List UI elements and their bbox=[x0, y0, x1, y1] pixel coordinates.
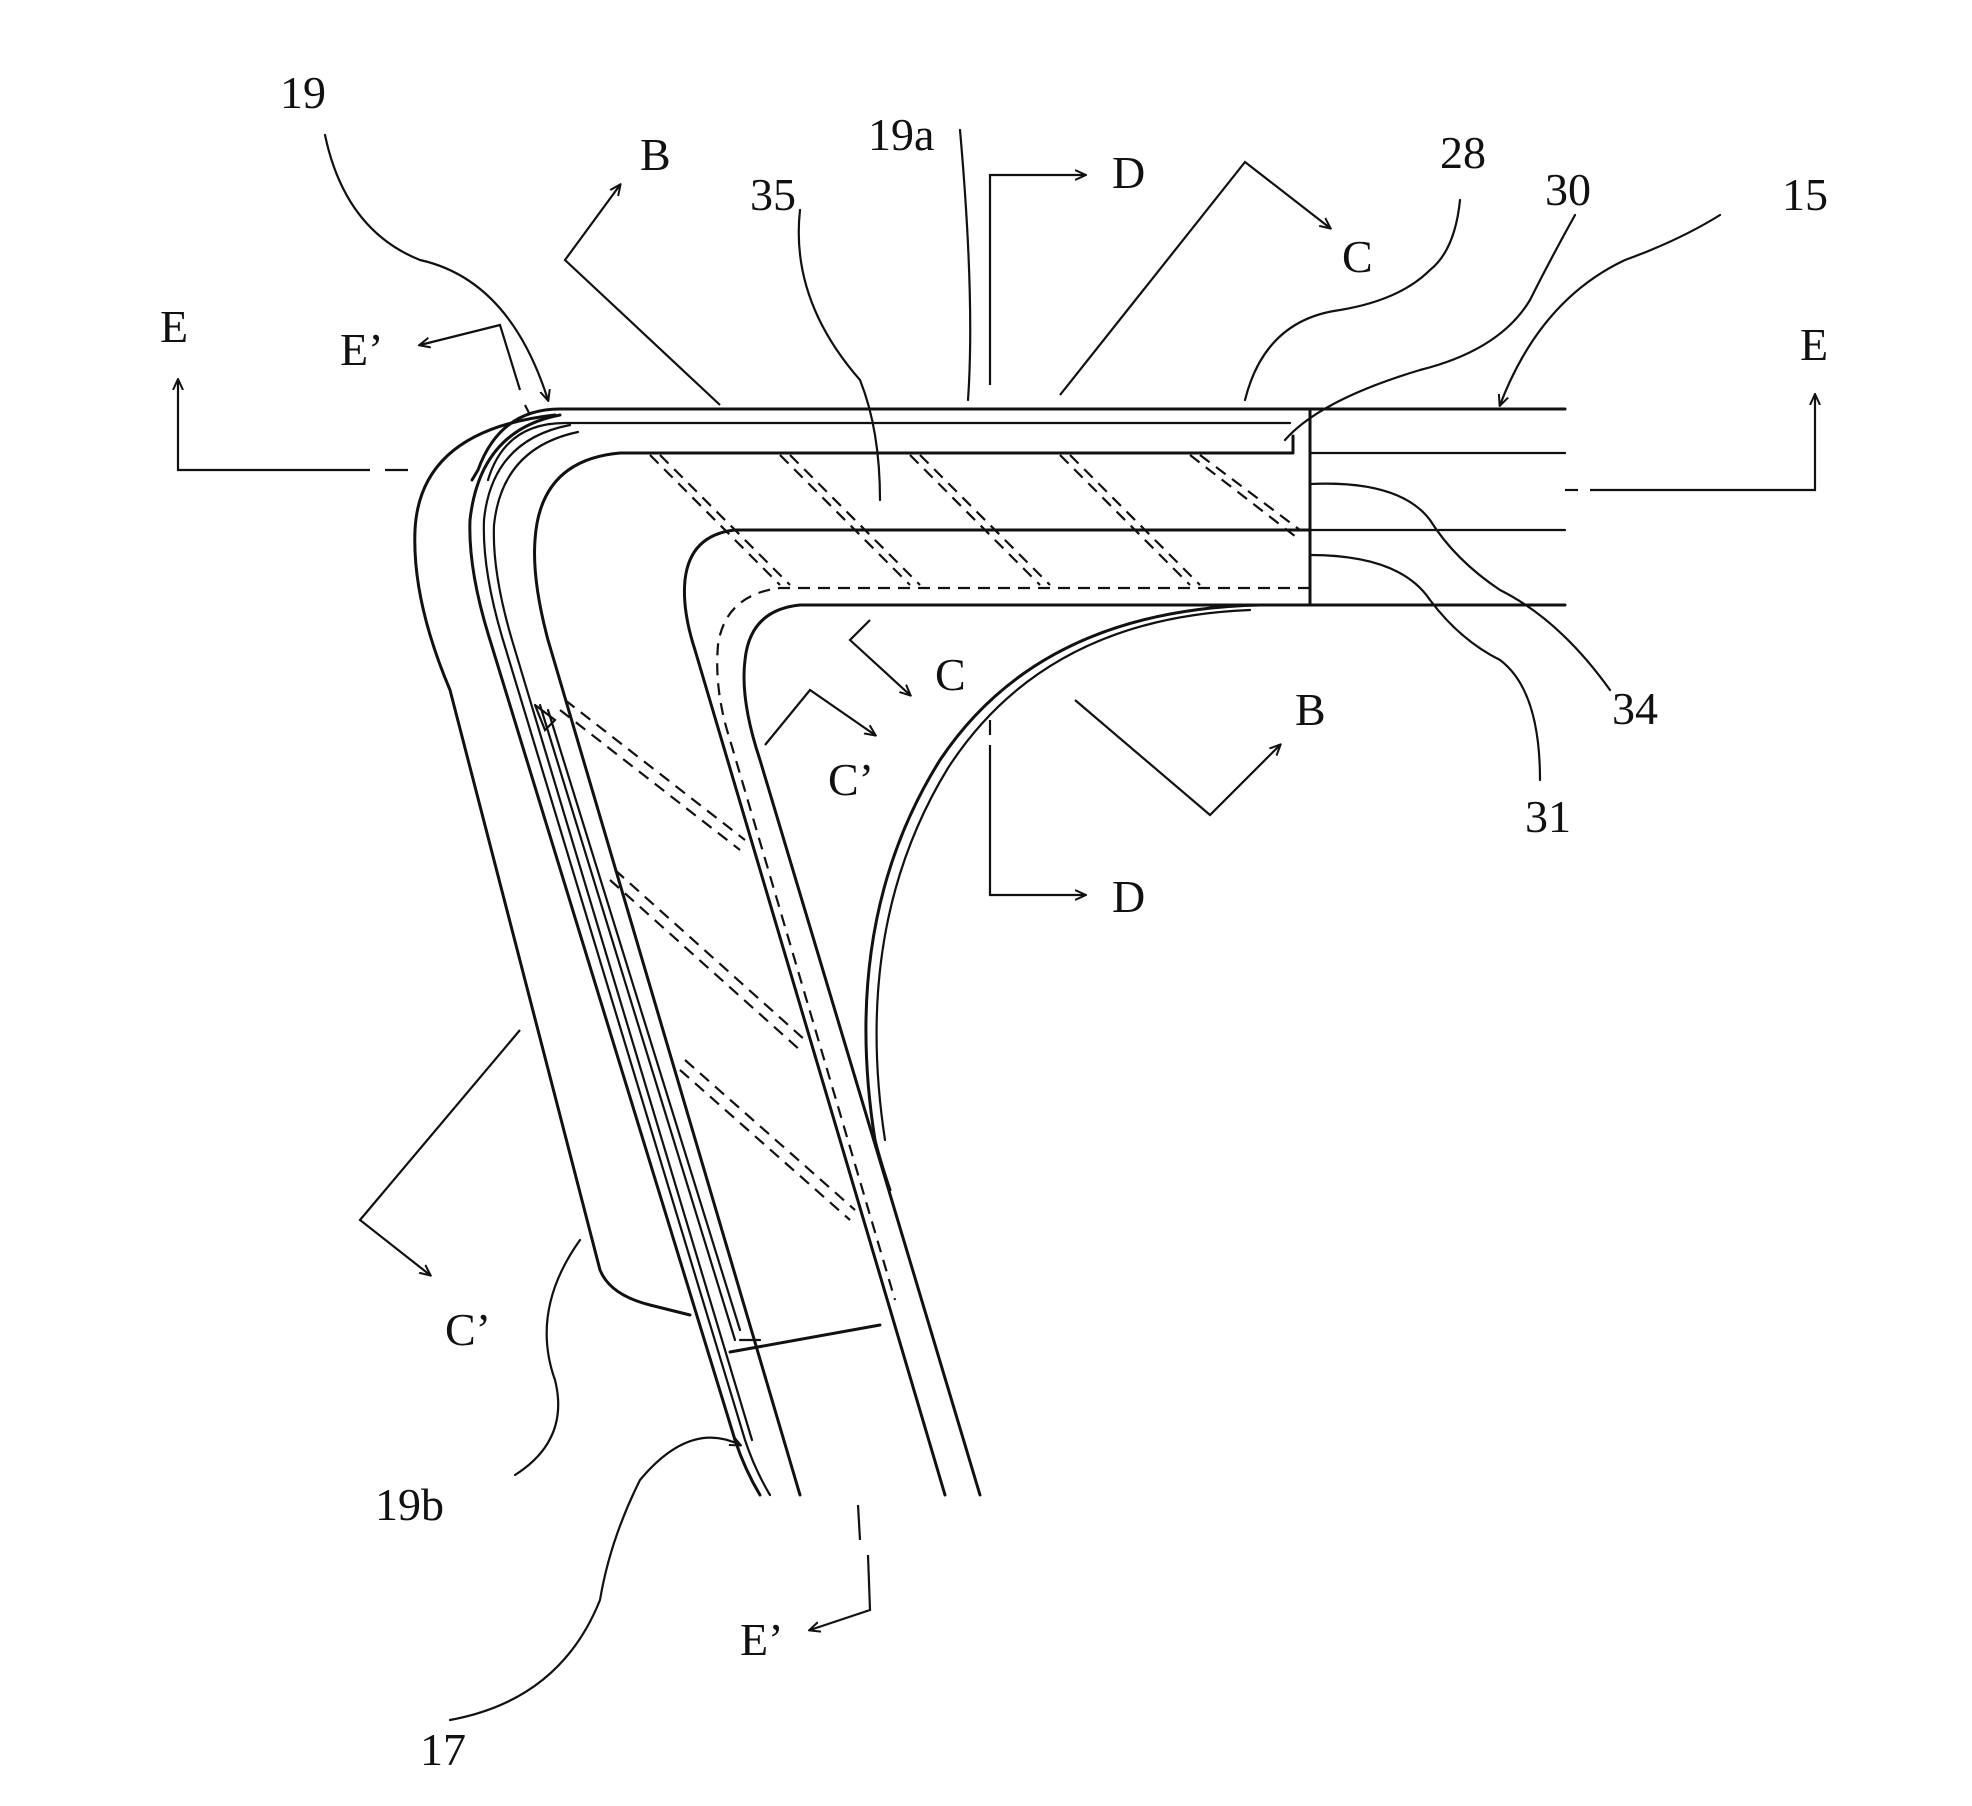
section-label-d-top: D bbox=[1112, 147, 1145, 198]
section-label-e-left: E bbox=[160, 301, 188, 352]
reference-labels: 19 19a 28 30 15 34 31 35 19b 17 B B C C … bbox=[160, 67, 1828, 1775]
section-label-c-top: C bbox=[1342, 231, 1373, 282]
section-label-e-prime-top: E’ bbox=[340, 324, 383, 375]
section-label-d-bottom: D bbox=[1112, 871, 1145, 922]
section-label-c-mid: C bbox=[935, 649, 966, 700]
section-label-b-top: B bbox=[640, 129, 671, 180]
label-19a: 19a bbox=[868, 109, 934, 160]
label-35: 35 bbox=[750, 169, 796, 220]
label-15: 15 bbox=[1782, 169, 1828, 220]
label-19: 19 bbox=[280, 67, 326, 118]
label-34: 34 bbox=[1612, 683, 1658, 734]
section-lines bbox=[178, 162, 1815, 1630]
label-28: 28 bbox=[1440, 127, 1486, 178]
label-17: 17 bbox=[420, 1724, 466, 1775]
section-label-b-bottom: B bbox=[1295, 684, 1326, 735]
section-label-e-prime-bottom: E’ bbox=[740, 1614, 783, 1665]
horizontal-member-15 bbox=[1310, 409, 1565, 605]
label-30: 30 bbox=[1545, 164, 1591, 215]
label-31: 31 bbox=[1525, 791, 1571, 842]
section-label-c-prime-mid: C’ bbox=[828, 754, 874, 805]
label-19b: 19b bbox=[375, 1479, 444, 1530]
section-label-c-prime-left: C’ bbox=[445, 1304, 491, 1355]
leader-lines bbox=[325, 130, 1720, 1720]
section-label-e-right: E bbox=[1800, 319, 1828, 370]
